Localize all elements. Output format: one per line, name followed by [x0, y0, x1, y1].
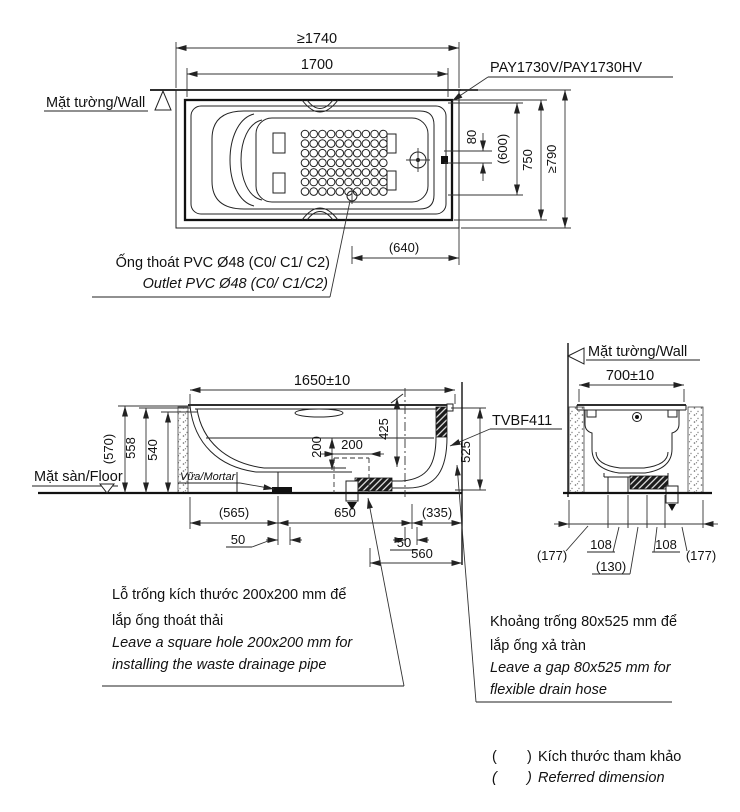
backrest-curve-inner: [240, 119, 263, 201]
handle-arc-bottom-outer: [301, 207, 339, 221]
tub-outer-rim: [183, 98, 454, 222]
gap-note-vi2: lắp ống xả tràn: [490, 637, 586, 654]
hole-note-vi2: lắp ống thoát thải: [112, 612, 223, 629]
hole-note-en2: installing the waste drainage pipe: [112, 657, 326, 673]
end-drain-hose: [629, 475, 669, 490]
drain-flow-arrow: [347, 502, 357, 510]
hole-note-vi1: Lỗ trống kích thước 200x200 mm để: [112, 586, 346, 603]
gap-note-vi1: Khoảng trống 80x525 mm để: [490, 614, 677, 630]
end-view: Mặt tường/Wall 700±10: [454, 343, 718, 703]
gap-note-en2: flexible drain hose: [490, 682, 607, 698]
dim-pad-offset-left: 50: [231, 532, 245, 547]
overflow-rim-mark: [441, 156, 448, 164]
mortar-label: Vữa/Mortar: [180, 471, 237, 483]
outlet-note-en: Outlet PVC Ø48 (C0/ C1/C2): [143, 276, 328, 292]
gap-note-leader: [454, 464, 477, 703]
elevation-view: Mặt sàn/Floor Vữa/Mortar (570) 558 540 1…: [32, 373, 562, 687]
plan-wall-label: Mặt tường/Wall: [46, 95, 145, 111]
dim-right-offset: 108: [655, 537, 677, 552]
backrest-curve-outer: [229, 113, 255, 207]
model-label: PAY1730V/PAY1730HV: [490, 60, 642, 76]
dim-tub-depth: 750: [520, 149, 535, 171]
end-wall-datum-triangle: [566, 347, 585, 365]
model-leader: [451, 76, 489, 102]
dim-right-margin: (177): [686, 548, 716, 563]
legend-paren-close-en: ): [525, 770, 532, 786]
legend: ( ) Kích thước tham khảo ( ) Referred di…: [492, 749, 681, 786]
dim-inner-width: (600): [495, 134, 510, 164]
valve-label: TVBF411: [492, 413, 552, 429]
end-right-wall-section: [687, 406, 704, 494]
dim-center: (130): [596, 559, 626, 574]
end-left-wall-section: [568, 406, 585, 494]
dim-drain-to-wall: (335): [422, 505, 452, 520]
legend-paren-open-en: (: [492, 770, 499, 786]
mortar-pad: [272, 487, 292, 493]
dim-length: 1650±10: [294, 373, 350, 389]
dim-tub-width: 1700: [301, 57, 333, 73]
end-drain-elbow: [665, 485, 679, 504]
anti-slip-dots: [300, 129, 388, 196]
handle-hole: [294, 408, 344, 418]
overflow-pipe-vertical: [435, 406, 448, 438]
dim-overall-width: ≥1740: [297, 31, 337, 47]
grip-hole-top: [272, 132, 286, 154]
basin-outline: [211, 110, 435, 210]
plan-view: ≥1740 1700 PAY1730V/PAY1730HV Mặt tường/…: [44, 31, 673, 298]
legend-vi: Kích thước tham khảo: [538, 749, 681, 765]
drain-elbow: [345, 480, 359, 502]
legend-en: Referred dimension: [538, 770, 665, 786]
handle-arc-bottom-inner: [306, 211, 334, 221]
floor-label: Mặt sàn/Floor: [34, 469, 123, 485]
dim-height-rim: 558: [123, 437, 138, 459]
dim-hole-height: 200: [309, 436, 324, 458]
end-drain-flow-arrow: [668, 504, 676, 511]
basin-section-profile: [584, 410, 680, 474]
drain-hose: [354, 477, 393, 492]
dim-base-offset: (565): [219, 505, 249, 520]
outlet-note-vi: Ống thoát PVC Ø48 (C0/ C1/ C2): [116, 253, 330, 271]
dim-left-offset: 108: [590, 537, 612, 552]
dim-height-ref: (570): [101, 434, 116, 464]
dim-left-margin: (177): [537, 548, 567, 563]
dim-drain-span: 650: [334, 505, 356, 520]
dim-hole-to-wall: 560: [411, 546, 433, 561]
dim-pad-offset-right: 50: [397, 535, 411, 550]
grip-hole-bottom: [272, 172, 286, 194]
gap-note-en1: Leave a gap 80x525 mm for: [490, 660, 672, 676]
wall-datum-triangle: [154, 89, 172, 111]
legend-paren-close-vi: ): [527, 749, 532, 765]
armrest-pad-top: [386, 133, 397, 154]
handle-arc-top-inner: [306, 99, 334, 109]
armrest-pad-bottom: [386, 170, 397, 191]
dim-gap-height: 525: [458, 441, 473, 463]
dim-end-width: 700±10: [606, 368, 654, 384]
dim-height-inner: 540: [145, 439, 160, 461]
hole-note-leader: [367, 497, 405, 687]
dim-overall-depth: ≥790: [544, 145, 559, 174]
end-wall-label: Mặt tường/Wall: [588, 344, 687, 360]
dim-overflow-drop: 425: [376, 418, 391, 440]
rim-hook-left: [586, 409, 597, 418]
dim-overflow-offset: 80: [464, 130, 479, 144]
tub-slope-inner: [196, 408, 265, 469]
legend-paren-open-vi: (: [492, 749, 497, 765]
rim-hook-right: [667, 409, 678, 418]
dim-hole-width: 200: [341, 437, 363, 452]
floor-datum-triangle: [98, 483, 116, 494]
hole-note-en1: Leave a square hole 200x200 mm for: [112, 635, 353, 651]
installation-space-outline: [175, 89, 460, 229]
overflow-hole: [632, 412, 642, 422]
dim-outlet-offset: (640): [389, 240, 419, 255]
handle-arc-top-outer: [301, 99, 339, 113]
tub-slope-outer: [189, 405, 257, 473]
outlet-leader: [329, 200, 351, 298]
